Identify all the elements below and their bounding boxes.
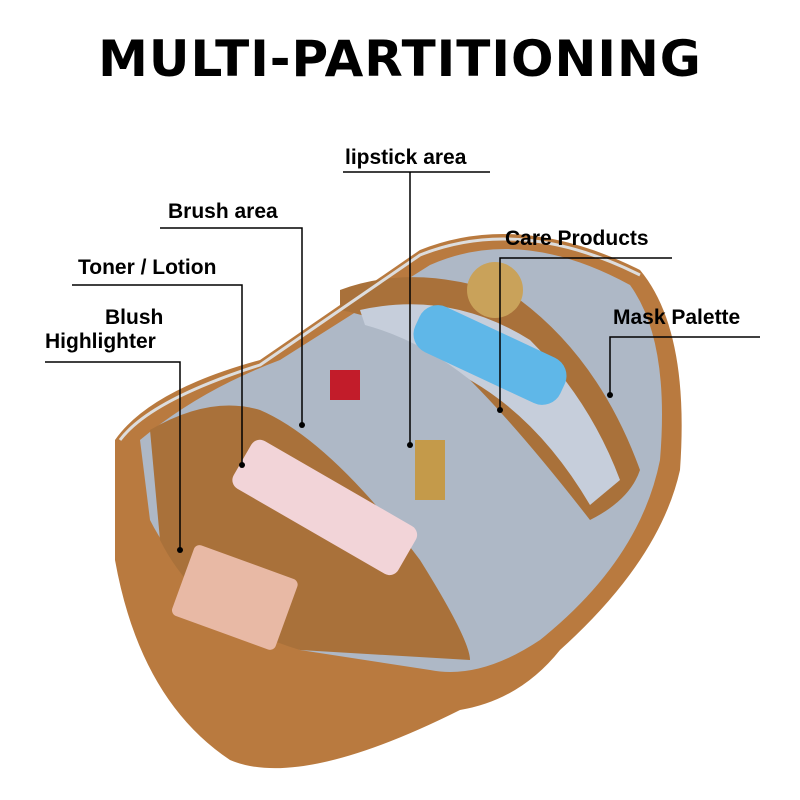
label-care-products: Care Products bbox=[505, 227, 649, 250]
label-mask-palette: Mask Palette bbox=[613, 306, 741, 329]
page-title: MULTI-PARTITIONING bbox=[98, 30, 702, 88]
label-blush: Blush bbox=[105, 306, 164, 329]
label-toner-lotion: Toner / Lotion bbox=[78, 256, 217, 279]
leader-lines bbox=[45, 171, 760, 550]
lotion-bottle bbox=[232, 439, 418, 576]
label-lipstick-area: lipstick area bbox=[345, 146, 467, 169]
highlighter-compact bbox=[172, 545, 298, 650]
lipstick-red bbox=[330, 370, 360, 400]
gold-bottle bbox=[415, 440, 445, 500]
care-tube bbox=[413, 305, 567, 405]
gold-jar bbox=[467, 262, 523, 318]
label-highlighter: Highlighter bbox=[45, 330, 156, 353]
label-brush-area: Brush area bbox=[168, 200, 278, 223]
